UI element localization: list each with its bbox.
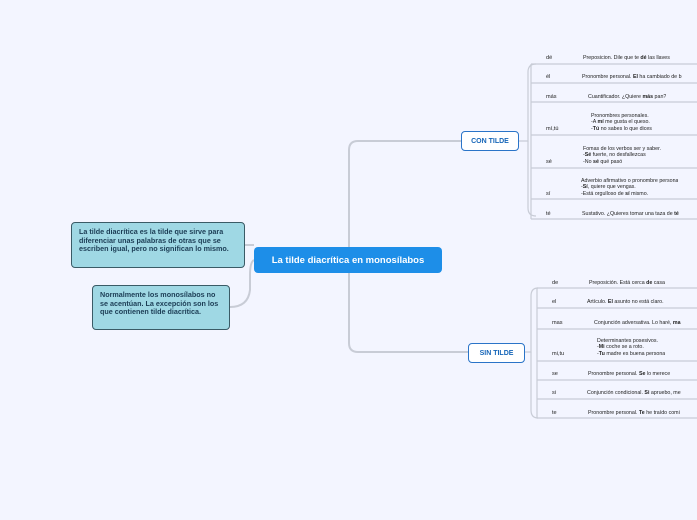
item-word-sin-6[interactable]: te <box>552 410 557 416</box>
definition-text: La tilde diacrítica es la tilde que sirv… <box>79 227 229 254</box>
highlighted-word: dé <box>640 55 647 61</box>
item-word-sin-1[interactable]: el <box>552 299 557 305</box>
highlighted-word: de <box>646 280 653 286</box>
highlighted-word: mí <box>597 119 604 126</box>
branch-sin-tilde-label: SIN TILDE <box>479 349 514 357</box>
description-line: Cuantificador. ¿Quiere más pan? <box>588 94 667 100</box>
item-word-sin-5[interactable]: si <box>552 390 557 396</box>
description-line: -Tu madre es buena persona <box>597 350 666 357</box>
item-description-sin-3: Determinantes posesivos.-Mi coche se a r… <box>597 338 665 357</box>
item-description-sin-1: Artículo. El asunto no está claro. <box>587 299 664 305</box>
highlighted-word: Si <box>644 390 650 396</box>
highlighted-word: Tu <box>598 350 605 357</box>
exception-note: Normalmente los monosílabos no se acentú… <box>92 285 230 330</box>
item-word-sin-4[interactable]: se <box>552 371 558 377</box>
highlighted-word: El <box>607 299 613 305</box>
item-description-sin-0: Preposición. Está cerca de casa <box>589 280 665 286</box>
item-word-con-2[interactable]: más <box>546 94 557 100</box>
item-description-sin-6: Pronombre personal. Te he traído comi <box>588 410 680 416</box>
description-line: Adverbio afirmativo o pronombre persona <box>581 178 679 184</box>
description-line: Preposicion. Dile que te dé las llaves <box>583 55 670 61</box>
branch-con-tilde-label: CON TILDE <box>471 137 509 145</box>
description-line: -Sé fuerte, no desfallezcas <box>583 152 646 159</box>
highlighted-word: Sé <box>584 152 592 159</box>
description-line: -Está orgulloso de sí mismo. <box>581 190 649 197</box>
item-description-sin-5: Conjunción condicional. Si apruebo, me <box>587 390 681 396</box>
description-line: Conjunción condicional. Si apruebo, me <box>587 390 681 396</box>
highlighted-word: Te <box>638 410 645 416</box>
highlighted-word: Se <box>638 371 646 377</box>
highlighted-word: sí <box>625 190 630 197</box>
description-line: Conjunción adversativa. Lo haré, ma <box>594 320 681 326</box>
item-word-con-6[interactable]: té <box>546 211 551 217</box>
highlighted-word: sé <box>593 158 599 165</box>
highlighted-word: Tú <box>592 125 600 132</box>
description-line: -No sé qué pasó <box>583 158 623 165</box>
item-description-con-2: Cuantificador. ¿Quiere más pan? <box>588 94 666 100</box>
description-line: Pronombres personales. <box>591 113 649 119</box>
description-line: -Sí, quiere que vengas. <box>581 184 636 191</box>
highlighted-word: Él <box>632 74 638 80</box>
highlighted-word: Sí <box>582 184 588 191</box>
item-word-sin-3[interactable]: mi,tu <box>552 351 565 357</box>
item-word-con-4[interactable]: sé <box>546 159 552 165</box>
item-description-con-4: Fomas de los verbos ser y saber.-Sé fuer… <box>583 146 661 165</box>
branch-sin-tilde[interactable]: SIN TILDE <box>468 343 525 363</box>
item-description-con-1: Pronombre personal. Él ha cambiado de b <box>582 74 682 80</box>
central-topic[interactable]: La tilde diacrítica en monosílabos <box>254 247 442 273</box>
description-line: -Mi coche se a roto. <box>597 344 644 351</box>
exception-text: Normalmente los monosílabos no se acentú… <box>100 290 219 317</box>
description-line: Pronombre personal. Él ha cambiado de b <box>582 74 682 80</box>
item-description-con-3: Pronombres personales.-A mí me gusta el … <box>591 113 652 132</box>
description-line: -A mí me gusta el queso. <box>591 119 650 126</box>
item-word-con-1[interactable]: él <box>546 74 551 80</box>
item-word-sin-0[interactable]: de <box>552 280 559 286</box>
highlighted-word: ma <box>672 320 681 326</box>
item-description-sin-4: Pronombre personal. Se lo merece <box>588 371 670 377</box>
item-description-con-5: Adverbio afirmativo o pronombre persona-… <box>581 178 678 197</box>
description-line: Sustativo. ¿Quieres tomar una taza de té <box>582 211 679 217</box>
description-line: Fomas de los verbos ser y saber. <box>583 146 662 152</box>
description-line: Preposición. Está cerca de casa <box>589 280 665 286</box>
item-description-con-0: Preposicion. Dile que te dé las llaves <box>583 55 670 61</box>
definition-note: La tilde diacrítica es la tilde que sirv… <box>71 222 245 268</box>
item-word-sin-2[interactable]: mas <box>552 320 563 326</box>
highlighted-word: más <box>642 94 654 100</box>
item-word-con-0[interactable]: dé <box>546 55 553 61</box>
description-line: Determinantes posesivos. <box>597 338 658 344</box>
central-topic-label: La tilde diacrítica en monosílabos <box>271 254 425 266</box>
highlighted-word: té <box>674 211 679 217</box>
description-line: Pronombre personal. Se lo merece <box>588 371 671 377</box>
description-line: -Tú no sabes lo que dices <box>591 125 652 132</box>
item-description-sin-2: Conjunción adversativa. Lo haré, ma <box>594 320 681 326</box>
description-line: Pronombre personal. Te he traído comi <box>588 410 680 416</box>
branch-con-tilde[interactable]: CON TILDE <box>461 131 519 151</box>
highlighted-word: Mi <box>598 344 605 351</box>
item-word-con-3[interactable]: mí,tú <box>546 126 559 132</box>
item-word-con-5[interactable]: sí <box>546 191 551 197</box>
description-line: Artículo. El asunto no está claro. <box>587 299 664 305</box>
item-description-con-6: Sustativo. ¿Quieres tomar una taza de té <box>582 211 679 217</box>
